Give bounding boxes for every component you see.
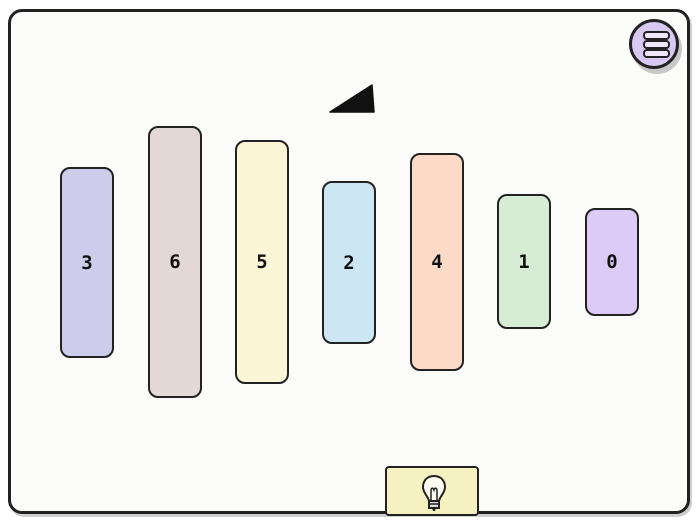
triangle-pointer-icon (329, 84, 375, 113)
bar-0[interactable]: 3 (60, 167, 121, 367)
bar-1[interactable]: 6 (148, 126, 209, 407)
bar-label: 3 (81, 251, 93, 274)
bar-label: 1 (518, 250, 530, 273)
bar-6[interactable]: 0 (585, 208, 646, 325)
menu-button[interactable] (629, 19, 679, 69)
bar-2[interactable]: 5 (235, 140, 296, 393)
bar-3[interactable]: 2 (322, 181, 383, 353)
bar-label: 4 (431, 251, 443, 273)
bar-4[interactable]: 4 (410, 153, 471, 380)
bar-5[interactable]: 1 (497, 194, 558, 338)
hint-button[interactable] (385, 466, 479, 516)
bar-label: 6 (169, 251, 181, 273)
lightbulb-icon (421, 474, 447, 511)
bar-label: 0 (606, 251, 618, 273)
bar-label: 2 (343, 251, 355, 274)
bar-label: 5 (256, 251, 268, 273)
